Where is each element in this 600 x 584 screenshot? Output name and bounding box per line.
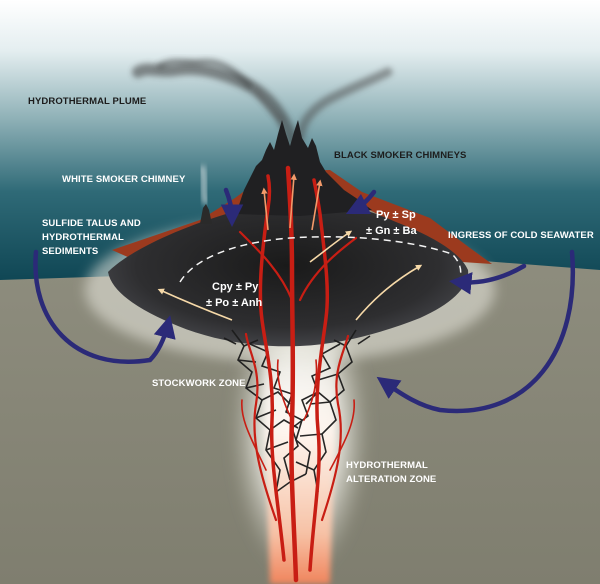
hydrothermal-plume [132, 58, 393, 146]
mineral-upper-line1: Py ± Sp [376, 209, 416, 221]
label-alteration-line2: ALTERATION ZONE [346, 474, 436, 485]
rising-fluid-arrows [261, 173, 323, 231]
white-smoker-plume [200, 165, 208, 205]
seawater-circulation-arrows [33, 187, 576, 414]
label-ingress-cold-seawater: INGRESS OF COLD SEAWATER [448, 230, 594, 241]
label-stockwork-zone: STOCKWORK ZONE [152, 378, 246, 389]
mineral-upper-line2: ± Gn ± Ba [366, 225, 417, 237]
label-black-smoker-chimneys: BLACK SMOKER CHIMNEYS [334, 150, 466, 161]
sulfide-mound [108, 200, 469, 347]
label-sulfide-talus-line3: SEDIMENTS [42, 246, 98, 257]
label-white-smoker-chimney: WHITE SMOKER CHIMNEY [62, 174, 186, 185]
label-sulfide-talus-line2: HYDROTHERMAL [42, 232, 124, 243]
label-sulfide-talus-line1: SULFIDE TALUS AND [42, 218, 141, 229]
label-alteration-line1: HYDROTHERMAL [346, 460, 428, 471]
mineral-core-line1: Cpy ± Py [212, 281, 259, 293]
mineral-zone-boundary [179, 236, 462, 283]
white-smoker-chimney [200, 204, 212, 224]
stockwork-network [223, 329, 371, 493]
mixing-fluid-arrows [157, 230, 423, 321]
label-hydrothermal-plume: HYDROTHERMAL PLUME [28, 96, 146, 107]
mineral-core-line2: ± Po ± Anh [206, 297, 263, 309]
